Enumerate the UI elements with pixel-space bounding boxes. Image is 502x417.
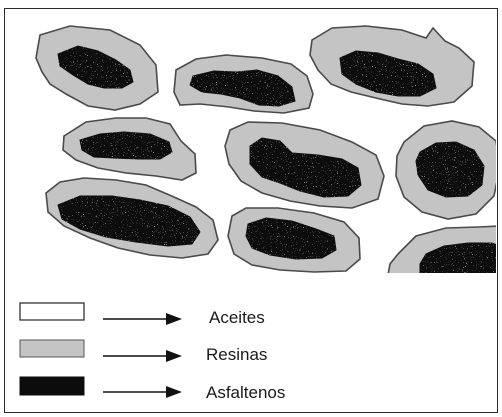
legend-label-asfaltenos: Asfaltenos [206, 384, 285, 401]
legend-swatch-resinas [20, 340, 84, 357]
legend-label-aceites: Aceites [209, 309, 265, 326]
legend-label-resinas: Resinas [206, 346, 267, 363]
legend-arrow [103, 386, 182, 398]
legend-swatch-aceites [20, 303, 84, 320]
legend-arrow [103, 350, 182, 362]
legend-swatch-asfaltenos [20, 377, 84, 395]
legend-arrow [103, 313, 182, 325]
